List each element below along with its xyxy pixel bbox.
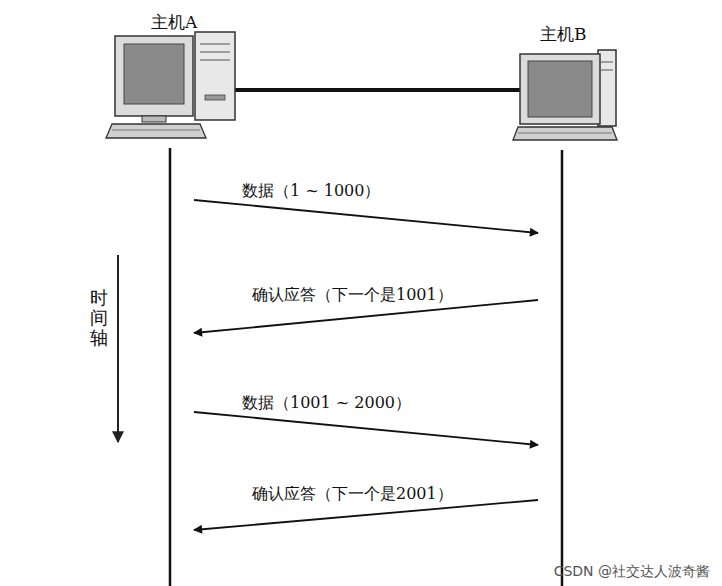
message-arrow	[194, 412, 538, 445]
message-label: 确认应答（下一个是1001）	[250, 285, 455, 304]
message-label: 确认应答（下一个是2001）	[250, 484, 455, 503]
host-name: 主机B	[540, 24, 587, 44]
message-label: 数据（1001 ~ 2000）	[240, 393, 413, 412]
watermark: CSDN @社交达人波奇酱	[554, 563, 710, 581]
time-axis-arrow	[117, 255, 119, 442]
message-arrow	[194, 200, 538, 233]
network-cable	[234, 88, 522, 92]
computer-icon	[513, 50, 617, 140]
lifeline	[169, 148, 172, 586]
host-lane: 主机B	[505, 20, 625, 586]
message-label: 数据（1 ~ 1000）	[240, 181, 382, 200]
host-lane: 主机A	[105, 8, 240, 586]
axis-label: 时间轴	[90, 288, 108, 347]
host-name: 主机A	[151, 12, 197, 32]
message-arrow	[194, 300, 538, 333]
message-arrow	[194, 500, 538, 530]
lifeline	[561, 150, 564, 586]
computer-icon	[106, 32, 235, 138]
